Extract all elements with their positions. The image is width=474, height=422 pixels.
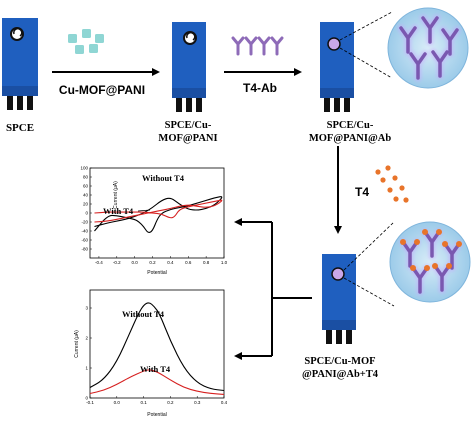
spce-ab-label-2: MOF@PANI@Ab (309, 133, 391, 144)
cv-ylabel: Current (μA) (113, 181, 119, 209)
cv-series-with-t4 (94, 199, 223, 223)
ab-step-label: T4-Ab (243, 81, 277, 95)
dpv-xlabel: Potential (147, 412, 166, 418)
cv-ytick-label: -80 (81, 247, 88, 252)
dpv-plot-frame (89, 289, 225, 399)
spce-final-electrode (322, 254, 356, 344)
cv-annot-without: Without T4 (142, 173, 185, 183)
cv-xtick-label: 1.0 (221, 260, 228, 265)
spce-final-label-1: SPCE/Cu-MOF (304, 356, 375, 367)
dpv-annot-without: Without T4 (122, 309, 165, 319)
spce-mof-label-1: SPCE/Cu- (165, 120, 212, 131)
dpv-x-ticks: -0.1 0.0 0.1 0.2 0.3 0.4 (86, 396, 228, 405)
spce-label: SPCE (6, 122, 34, 134)
cv-ytick-label: 40 (83, 193, 89, 198)
dpv-y-ticks: 0 1 2 3 (85, 306, 92, 401)
cv-xtick-label: 0.2 (149, 260, 156, 265)
cv-series (94, 196, 223, 233)
dpv-xtick-label: 0.1 (140, 400, 147, 405)
dpv-xtick-label: 0.2 (167, 400, 174, 405)
cv-ytick-label: -60 (81, 238, 88, 243)
cv-ytick-label: -20 (81, 220, 88, 225)
dpv-ylabel: Current (μA) (74, 330, 80, 358)
mof-step-label: Cu-MOF@PANI (59, 83, 145, 97)
cv-xtick-label: -0.2 (113, 260, 121, 265)
dpv-xtick-label: 0.4 (221, 400, 228, 405)
cv-xtick-label: 0.6 (185, 260, 192, 265)
dpv-annot-with: With T4 (140, 364, 171, 374)
cv-ytick-label: 80 (83, 175, 89, 180)
cv-ytick-label: 60 (83, 184, 89, 189)
cv-xtick-label: 0.0 (132, 260, 139, 265)
spce-mof-label-2: MOF@PANI (158, 133, 217, 144)
antibody-t4-zoom-circle (389, 221, 471, 303)
antibody-zoom-circle (387, 7, 469, 89)
cv-xtick-label: -0.4 (95, 260, 103, 265)
cv-xlabel: Potential (147, 270, 166, 276)
cv-xtick-label: 0.4 (167, 260, 174, 265)
dpv-series-without-t4 (89, 302, 225, 392)
cv-ytick-label: 20 (83, 202, 89, 207)
mof-cubes-icon (68, 29, 104, 54)
t4-dots-icon (375, 165, 409, 203)
spce-ab-electrode (320, 22, 354, 112)
cv-x-ticks: -0.4 -0.2 0.0 0.2 0.4 0.6 0.8 1.0 (95, 256, 228, 265)
dpv-xtick-label: 0.0 (114, 400, 121, 405)
antibody-icons (231, 36, 284, 56)
cv-y-ticks: -80 -60 -40 -20 0 20 40 60 80 100 (80, 166, 92, 252)
t4-step-label: T4 (355, 185, 369, 199)
cv-annot-pointer (137, 209, 151, 212)
spce-ab-label-1: SPCE/Cu- (327, 120, 374, 131)
cv-plot-frame (89, 167, 225, 259)
cv-chart: -80 -60 -40 -20 0 20 40 60 80 100 -0.4 -0.2 0.0 0.2 0… (80, 166, 227, 276)
spce-electrode (2, 18, 38, 110)
dpv-ytick-label: 2 (85, 336, 88, 341)
cv-ytick-label: -40 (81, 229, 88, 234)
cv-xtick-label: 0.8 (203, 260, 210, 265)
cv-ytick-label: 0 (85, 211, 88, 216)
dpv-chart: 0 1 2 3 -0.1 0.0 0.1 0.2 0.3 0.4 Current (μA) Po… (74, 289, 228, 418)
dpv-ytick-label: 3 (85, 306, 88, 311)
dpv-series (89, 302, 225, 395)
dpv-ytick-label: 1 (85, 366, 88, 371)
dpv-xtick-label: -0.1 (86, 400, 94, 405)
spce-final-label-2: @PANI@Ab+T4 (302, 369, 379, 380)
cv-annot-with: With T4 (103, 206, 134, 216)
dpv-series-with-t4 (89, 369, 225, 395)
cv-ytick-label: 100 (80, 166, 88, 171)
dpv-xtick-label: 0.3 (194, 400, 201, 405)
dpv-ytick-label: 0 (85, 396, 88, 401)
result-connector (234, 218, 312, 360)
spce-mof-electrode (172, 22, 206, 112)
